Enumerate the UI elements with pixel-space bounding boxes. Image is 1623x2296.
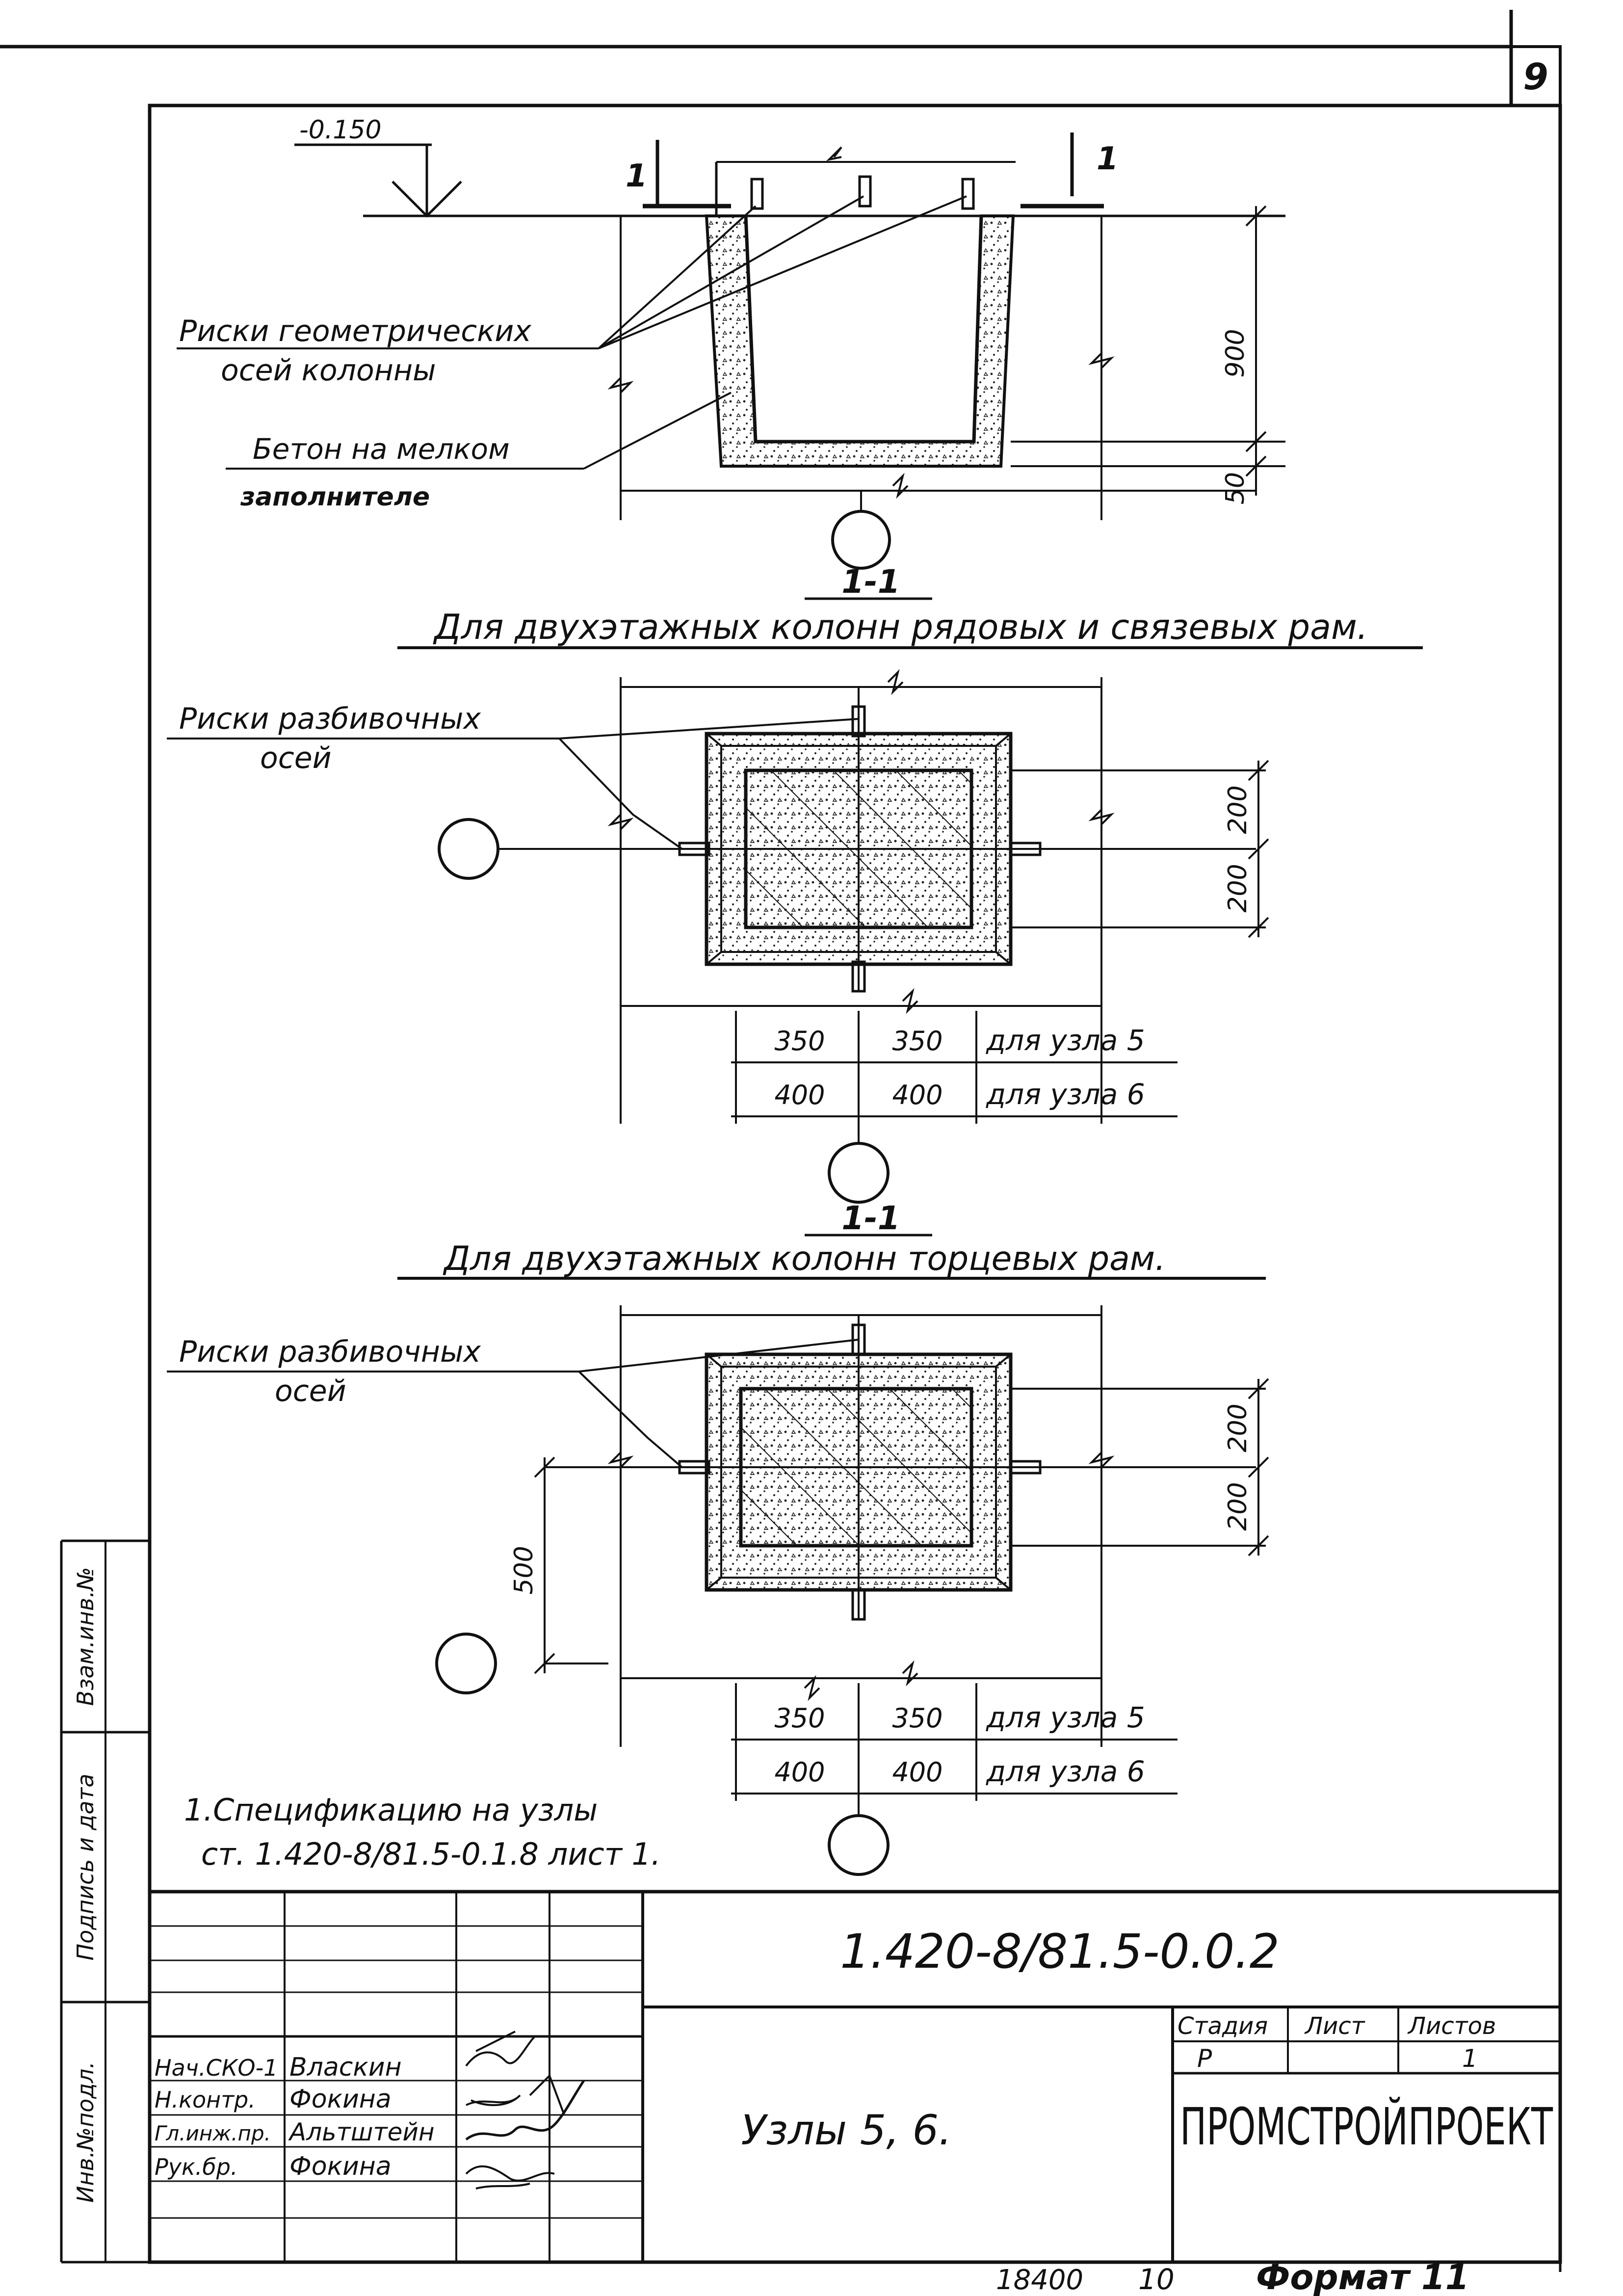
- stage-value: Р: [1197, 2044, 1212, 2073]
- dim-base: 50: [1221, 472, 1250, 504]
- plan1-vertical-dims: 200 200: [1011, 760, 1269, 938]
- note-line-1: 1.Спецификацию на узлы: [184, 1792, 598, 1828]
- sheet-title: Узлы 5, 6.: [741, 2106, 952, 2154]
- svg-text:для узла 6: для узла 6: [986, 1755, 1145, 1788]
- drawing-designation: 1.420-8/81.5-0.0.2: [840, 1924, 1280, 1979]
- role-1: Нач.СКО-1: [155, 2055, 278, 2081]
- svg-text:200: 200: [1223, 864, 1253, 912]
- svg-text:400: 400: [774, 1757, 825, 1788]
- page-number-box: 9: [1510, 45, 1562, 107]
- sheet-frame: [0, 10, 1562, 2272]
- svg-text:осей: осей: [260, 741, 332, 775]
- svg-text:400: 400: [774, 1080, 825, 1110]
- plan2-axis-bubble-bottom: [828, 1814, 890, 1876]
- elevation-mark-label: -0.150: [299, 115, 382, 145]
- plan2-dim-table: 350 350 для узла 5 400 400 для узла 6: [731, 1675, 1178, 1801]
- label-concrete: Бетон на мелком заполнителе: [226, 392, 732, 512]
- svg-text:400: 400: [892, 1080, 942, 1110]
- signatures-table: Нач.СКО-1 Власкин Н.контр. Фокина Гл.инж…: [155, 2031, 585, 2190]
- svg-text:1: 1: [1097, 141, 1119, 177]
- svg-text:500: 500: [509, 1546, 539, 1594]
- svg-text:350: 350: [892, 1703, 942, 1734]
- footer: 18400 10 Формат 11: [996, 2257, 1469, 2296]
- notes: 1.Спецификацию на узлы ст. 1.420-8/81.5-…: [184, 1792, 661, 1872]
- svg-text:1: 1: [626, 158, 648, 194]
- title-block: Нач.СКО-1 Власкин Н.контр. Фокина Гл.инж…: [150, 1890, 1560, 2262]
- plan2-section-tag: 1-1: [841, 1199, 900, 1237]
- footer-number: 18400: [996, 2264, 1083, 2296]
- dim-depth: 900: [1221, 329, 1250, 377]
- role-2: Н.контр.: [155, 2086, 256, 2113]
- plan1-axis-bubble-bottom: [828, 1142, 890, 1204]
- signature-4: [465, 2165, 555, 2190]
- svg-text:200: 200: [1223, 1482, 1253, 1531]
- page-number: 9: [1523, 56, 1548, 98]
- section-view: -0.150 1 1: [177, 115, 1285, 570]
- plan-view-1: 1-1 Для двухэтажных колонн рядовых и свя…: [167, 563, 1423, 1204]
- plan2-title: Для двухэтажных колонн торцевых рам.: [443, 1240, 1166, 1278]
- name-1: Власкин: [289, 2053, 402, 2082]
- footer-copy: 10: [1138, 2263, 1175, 2296]
- svg-text:350: 350: [892, 1026, 942, 1056]
- plan2-axis-bubble-left: [435, 1633, 497, 1694]
- signature-2: [466, 2074, 565, 2115]
- svg-text:350: 350: [774, 1703, 825, 1734]
- head-stage: Стадия: [1178, 2012, 1268, 2040]
- signature-3: [465, 2080, 585, 2141]
- svg-text:Риски разбивочных: Риски разбивочных: [179, 702, 481, 736]
- plan1-axis-bubble-left: [438, 818, 499, 880]
- organization-name: ПРОМСТРОЙПРОЕКТ: [1180, 2097, 1553, 2157]
- sheets-value: 1: [1462, 2044, 1478, 2073]
- svg-text:для узла 6: для узла 6: [986, 1078, 1145, 1111]
- svg-text:200: 200: [1223, 1403, 1253, 1452]
- plan1-section-tag: 1-1: [841, 563, 900, 601]
- plan1-label-layout-axes: Риски разбивочных осей: [167, 702, 859, 850]
- axis-bubble: [831, 510, 891, 570]
- svg-text:для узла 5: для узла 5: [986, 1701, 1145, 1734]
- footer-format: Формат 11: [1256, 2257, 1469, 2296]
- svg-text:Риски разбивочных: Риски разбивочных: [179, 1335, 481, 1369]
- elevation-marker: -0.150: [294, 115, 462, 218]
- svg-text:для узла 5: для узла 5: [986, 1024, 1145, 1057]
- stamp-replace-inv: Взам.инв.№: [72, 1567, 99, 1706]
- plan2-offset-dim: 500: [435, 1456, 707, 1694]
- stamp-sign-date: Подпись и дата: [72, 1773, 99, 1960]
- name-2: Фокина: [289, 2085, 392, 2114]
- svg-text:заполнителе: заполнителе: [240, 482, 430, 512]
- stamp-inv-orig: Инв.№подл.: [72, 2061, 99, 2203]
- side-stamp: Взам.инв.№ Подпись и дата Инв.№подл.: [60, 1539, 150, 2264]
- note-line-2: ст. 1.420-8/81.5-0.1.8 лист 1.: [201, 1836, 661, 1872]
- plan1-title: Для двухэтажных колонн рядовых и связевы…: [433, 607, 1368, 647]
- svg-text:Риски геометрических: Риски геометрических: [179, 314, 531, 348]
- plan2-vertical-dims: 200 200: [1011, 1378, 1269, 1557]
- depth-dimension: 900 50: [1221, 205, 1267, 504]
- section-mark-right: 1: [1021, 132, 1119, 209]
- signature-1: [465, 2031, 536, 2067]
- role-4: Рук.бр.: [155, 2154, 238, 2180]
- head-sheet: Лист: [1304, 2012, 1366, 2040]
- label-geometric-axes: Риски геометрических осей колонны: [177, 195, 967, 388]
- plan-view-2: 1-1 Для двухэтажных колонн торцевых рам.…: [167, 1199, 1269, 1876]
- svg-text:400: 400: [892, 1757, 942, 1788]
- role-3: Гл.инж.пр.: [155, 2121, 271, 2145]
- plan2-label-layout-axes: Риски разбивочных осей: [167, 1335, 859, 1468]
- head-sheets: Листов: [1407, 2012, 1496, 2040]
- name-3: Альтштейн: [288, 2118, 435, 2146]
- name-4: Фокина: [289, 2152, 392, 2181]
- svg-text:Бетон на мелком: Бетон на мелком: [253, 432, 510, 466]
- svg-text:350: 350: [774, 1026, 825, 1056]
- svg-text:осей колонны: осей колонны: [221, 353, 436, 388]
- svg-text:200: 200: [1223, 785, 1253, 834]
- svg-text:осей: осей: [275, 1374, 346, 1408]
- plan1-dim-table: 350 350 для узла 5 400 400 для узла 6: [731, 1011, 1178, 1124]
